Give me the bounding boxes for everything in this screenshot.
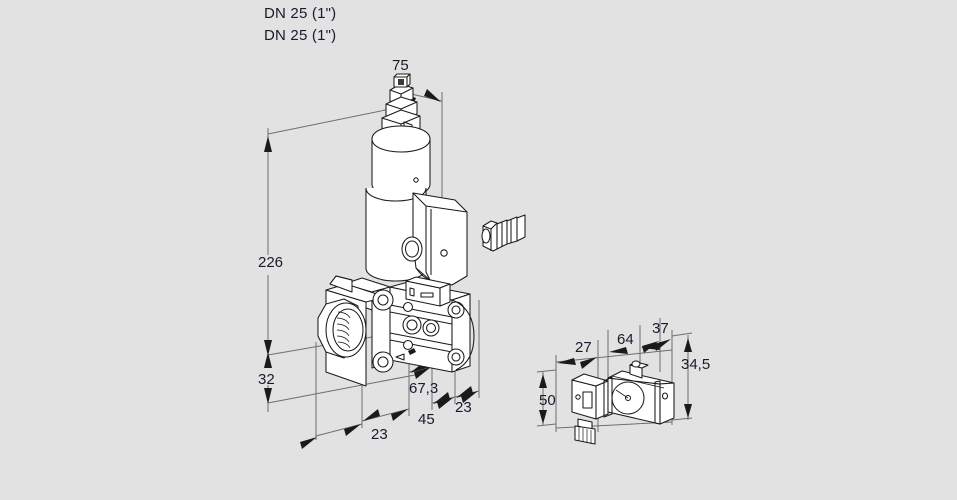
dim-label-67-3: 67,3 (409, 380, 439, 397)
arrow-45-a (363, 409, 380, 421)
arrow-23r-c (456, 386, 473, 398)
valve-body (317, 275, 475, 387)
ext-345-bot (671, 417, 693, 421)
arrow-50-bot (539, 410, 547, 424)
dim-45-line (361, 408, 410, 422)
dim-label-226: 226 (258, 254, 284, 271)
cable-gland (481, 214, 526, 252)
connector-detail-arrowheads (539, 338, 692, 424)
dim-label-32: 32 (258, 371, 275, 388)
arrow-23r-d (461, 391, 478, 403)
arrow-50-top (539, 374, 547, 388)
ext-345-top (671, 332, 693, 337)
arrow-23-left-b (344, 424, 361, 436)
dim-label-45: 45 (418, 411, 435, 428)
arrow-45-b (391, 409, 408, 421)
dim-label-50: 50 (539, 392, 556, 409)
arrow-23r-a (433, 392, 450, 404)
connector-detail-body (571, 360, 675, 445)
actuator-cylinder (371, 125, 431, 198)
arrow-37-b (654, 339, 671, 351)
arrow-345-bot (684, 404, 692, 418)
arrow-64-a (609, 347, 628, 354)
arrow-75-right (424, 89, 441, 102)
arrow-345-top (684, 338, 692, 352)
bolt-bosses (372, 289, 465, 373)
ext-50-bot (536, 423, 557, 427)
thread-lines (336, 311, 351, 349)
dim-label-27: 27 (575, 339, 592, 356)
valve-assembly (317, 73, 526, 387)
dim-label-64: 64 (617, 331, 634, 348)
arrow-27-b (580, 357, 597, 369)
arrow-23-left-a (300, 437, 317, 449)
arrow-23r-b (437, 397, 454, 409)
arrow-226-bottom (264, 340, 272, 356)
arrow-67-b (414, 367, 431, 379)
dim-label-75: 75 (392, 57, 409, 74)
arrow-226-top (264, 136, 272, 152)
arrow-32-top (264, 352, 272, 368)
leader-top (267, 105, 406, 135)
dim-label-23-left: 23 (371, 426, 388, 443)
port-label-outlet: DN 25 (1") (264, 27, 337, 44)
dim-label-23-right: 23 (455, 399, 472, 416)
dim-label-37: 37 (652, 320, 669, 337)
port-label-inlet: DN 25 (1") (264, 5, 337, 22)
leader-bottom (267, 373, 421, 404)
dim-det-topline (555, 349, 673, 363)
arrow-27-a (557, 358, 576, 365)
dim-label-34-5: 34,5 (681, 356, 711, 373)
ext-50-top (536, 369, 557, 373)
arrow-32-bottom (264, 388, 272, 404)
